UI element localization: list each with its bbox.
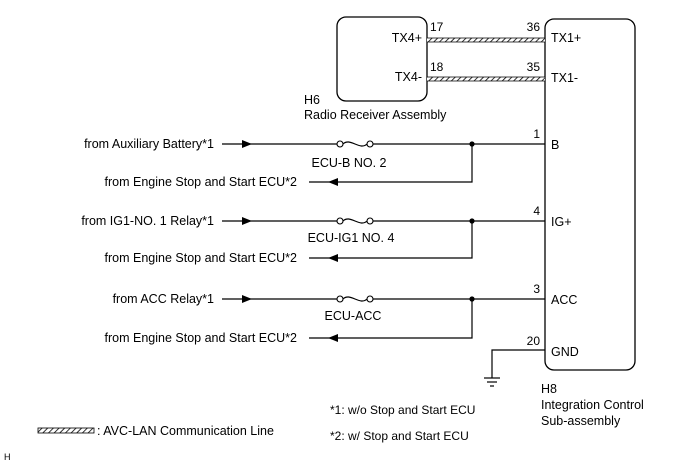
avc-lan-lines [427,37,545,82]
circuit-accessory-acc: from ACC Relay*1 ECU-ACC from Engine Sto… [105,292,545,345]
fuse-acc-terminal-left [336,295,344,303]
ecu-pin-1-number: 1 [533,127,540,141]
source-acc-relay: from ACC Relay*1 [113,292,214,306]
fuse-b-symbol [342,141,368,147]
fuse-ecu-ig1-no4-label: ECU-IG1 NO. 4 [308,231,395,245]
radio-pin-tx4minus-label: TX4- [395,70,422,84]
ecu-name-line1: Integration Control [541,398,644,412]
arrow-acc-in [242,295,252,303]
corner-mark: H [4,452,11,462]
source-engine-stop-start-ig: from Engine Stop and Start ECU*2 [105,251,298,265]
fuse-acc-symbol [342,296,368,302]
radio-receiver-name: Radio Receiver Assembly [304,108,447,122]
ecu-pin-gnd-label: GND [551,345,579,359]
source-engine-stop-start-acc: from Engine Stop and Start ECU*2 [105,331,298,345]
fuse-b-terminal-right [366,140,374,148]
ecu-code: H8 [541,382,557,396]
fuse-ecu-b-no2-label: ECU-B NO. 2 [311,156,386,170]
note-2: *2: w/ Stop and Start ECU [330,429,469,443]
arrow-acc-alt [328,334,338,342]
ecu-pin-36-number: 36 [527,20,541,34]
circuit-ignition-ig: from IG1-NO. 1 Relay*1 ECU-IG1 NO. 4 fro… [81,214,545,265]
integration-control-box [544,18,636,371]
arrow-b-in [242,140,252,148]
ecu-pin-tx1minus-label: TX1- [551,71,578,85]
note-1: *1: w/o Stop and Start ECU [330,403,475,417]
fuse-acc-terminal-right [366,295,374,303]
radio-pin-17-number: 17 [430,20,444,34]
ecu-pin-tx1plus-label: TX1+ [551,31,581,45]
legend: : AVC-LAN Communication Line [37,424,274,438]
ecu-pin-igplus-label: IG+ [551,215,572,229]
arrow-ig-alt [328,254,338,262]
wire-ig-alt [309,221,473,259]
legend-avc-lan-swatch [37,427,95,434]
fuse-ig-terminal-right [366,217,374,225]
legend-avc-lan-label: : AVC-LAN Communication Line [97,424,274,438]
source-ig1-relay: from IG1-NO. 1 Relay*1 [81,214,214,228]
fuse-ig-terminal-left [336,217,344,225]
footnotes: *1: w/o Stop and Start ECU *2: w/ Stop a… [330,403,475,443]
integration-control-subassembly: TX1+ TX1- B IG+ ACC GND 36 35 1 4 3 20 H… [527,18,644,428]
circuit-battery-b: from Auxiliary Battery*1 ECU-B NO. 2 fro… [84,137,545,189]
radio-pin-tx4plus-label: TX4+ [392,31,422,45]
radio-receiver-assembly: TX4+ TX4- 17 18 H6 Radio Receiver Assemb… [304,16,447,122]
ecu-pin-acc-label: ACC [551,293,577,307]
ecu-pin-4-number: 4 [533,204,540,218]
wire-gnd [491,349,545,378]
radio-pin-18-number: 18 [430,60,444,74]
fuse-ecu-acc-label: ECU-ACC [325,309,382,323]
ecu-name-line2: Sub-assembly [541,414,621,428]
source-engine-stop-start-b: from Engine Stop and Start ECU*2 [105,175,298,189]
arrow-b-alt [328,178,338,186]
wire-b-alt [309,144,473,183]
ecu-pin-35-number: 35 [527,60,541,74]
ecu-pin-3-number: 3 [533,282,540,296]
source-auxiliary-battery: from Auxiliary Battery*1 [84,137,214,151]
fuse-ig-symbol [342,218,368,224]
fuse-b-terminal-left [336,140,344,148]
radio-receiver-code: H6 [304,93,320,107]
ground-circuit [484,349,545,387]
arrow-ig-in [242,217,252,225]
wire-acc-alt [309,299,473,339]
radio-receiver-box [336,16,428,102]
ecu-pin-20-number: 20 [527,334,541,348]
ecu-pin-b-label: B [551,138,559,152]
